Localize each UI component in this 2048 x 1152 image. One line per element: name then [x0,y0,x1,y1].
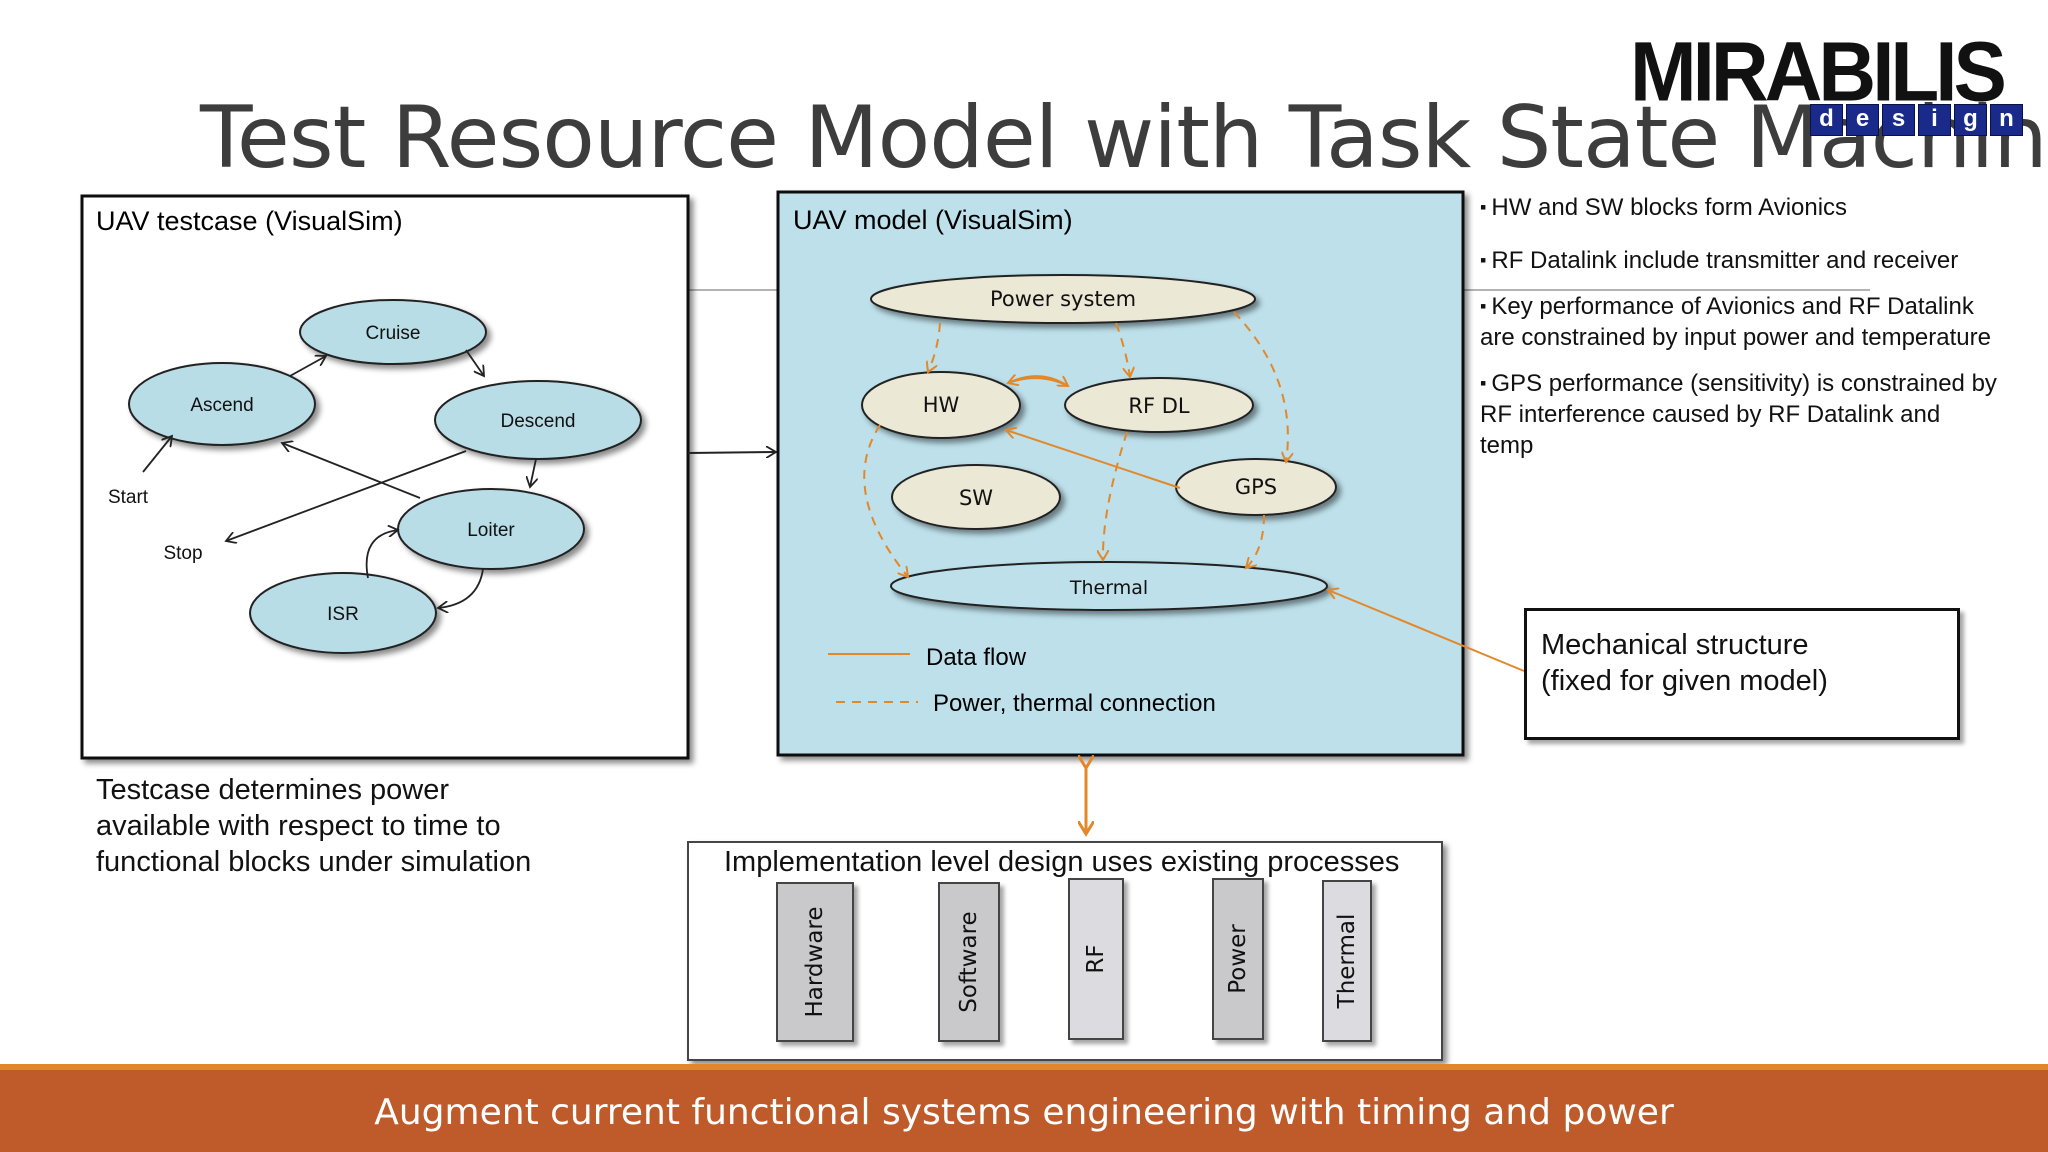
state-isr [249,572,437,654]
state-descend [434,380,642,460]
node-thermal-label: Thermal [1069,577,1148,599]
testcase-box [80,194,690,760]
dataflow-gps-to-hw [1006,430,1181,489]
mechanical-structure-box: Mechanical structure (fixed for given mo… [1524,608,1960,740]
node-sw-label: SW [959,486,993,510]
dataflow-rfdl-to-hw [1008,378,1069,387]
impl-bar-label: Thermal [1334,913,1360,1009]
state-cruise-label: Cruise [366,323,421,344]
transition-descend-loiter [530,458,536,487]
stop-label: Stop [163,543,202,564]
node-hw [861,371,1021,439]
mechanical-line-2: (fixed for given model) [1541,665,1828,697]
bullet-list: HW and SW blocks form Avionics RF Datali… [1480,192,2000,476]
transition-start-ascend [142,436,172,473]
testcase-note: Testcase determines power available with… [96,772,566,880]
logo-letter: e [1846,104,1879,136]
mechanical-line-1: Mechanical structure [1541,629,1809,661]
logo-letter: i [1918,104,1951,136]
power-to-hw [928,322,941,372]
logo-letter: s [1882,104,1915,136]
testcase-box-title: UAV testcase (VisualSim) [96,206,403,236]
testcase-to-model-arrow [687,452,776,453]
state-ascend [128,362,316,446]
logo-wordmark: MIRABILIS [1630,24,2007,119]
node-thermal [890,561,1328,611]
node-rf-dl-label: RF DL [1128,394,1190,418]
impl-bar-power: Power [1212,878,1264,1040]
transition-cruise-descend [465,349,484,376]
impl-bar-label: Power [1225,924,1251,994]
state-isr-label: ISR [327,604,359,625]
impl-bar-label: Hardware [802,906,828,1018]
transition-isr-loiter [365,530,398,579]
state-descend-label: Descend [501,411,576,432]
testcase-note-line: Testcase determines power [96,774,449,806]
logo-letter: n [1990,104,2023,136]
transition-loiter-isr [438,568,484,608]
node-power-system [870,274,1256,324]
power-to-rfdl [1115,322,1130,377]
start-label: Start [108,487,149,508]
bullet-item: RF Datalink include transmitter and rece… [1480,245,2000,276]
transition-loiter-ascend [282,443,421,499]
diagram-canvas: UAV testcase (VisualSim) Cruise Ascend D… [80,190,1870,1061]
gps-to-thermal [1246,514,1265,568]
footer-text: Augment current functional systems engin… [374,1092,1674,1133]
logo-letter: d [1810,104,1843,136]
state-cruise [299,299,487,365]
testcase-note-line: available with respect to time to [96,810,501,842]
hw-to-thermal [863,424,908,577]
node-hw-label: HW [923,393,960,417]
bullet-item: HW and SW blocks form Avionics [1480,192,2000,223]
rfdl-to-thermal [1103,431,1128,560]
node-rf-dl [1064,377,1254,433]
bullet-item: Key performance of Avionics and RF Datal… [1480,291,2000,353]
state-loiter-label: Loiter [467,520,515,541]
implementation-title: Implementation level design uses existin… [724,846,1400,878]
testcase-note-line: functional blocks under simulation [96,846,532,878]
slide-title: Test Resource Model with Task State Mach… [200,88,2048,188]
model-box-title: UAV model (VisualSim) [793,205,1073,235]
impl-bar-software: Software [938,882,1000,1042]
state-ascend-label: Ascend [190,395,253,416]
logo-letter: g [1954,104,1987,136]
impl-bar-label: Software [956,911,982,1013]
mirabilis-logo: MIRABILIS d e s i g n [1630,24,2023,138]
legend-power-thermal-label: Power, thermal connection [933,690,1216,717]
impl-bar-hardware: Hardware [776,882,854,1042]
impl-bar-thermal: Thermal [1322,880,1372,1042]
legend-data-flow-label: Data flow [926,644,1027,671]
footer-band: Augment current functional systems engin… [0,1064,2048,1152]
transition-descend-stop [226,450,467,541]
logo-design-tiles: d e s i g n [1810,104,2023,136]
transition-ascend-cruise [289,356,326,377]
bullet-item: GPS performance (sensitivity) is constra… [1480,368,2000,461]
node-sw [891,464,1061,530]
node-gps-label: GPS [1235,475,1277,499]
node-power-system-label: Power system [990,287,1136,311]
impl-bar-label: RF [1083,944,1109,974]
power-to-gps [1233,311,1288,462]
mechanical-to-thermal-arrow [1328,590,1525,672]
impl-bar-rf: RF [1068,878,1124,1040]
